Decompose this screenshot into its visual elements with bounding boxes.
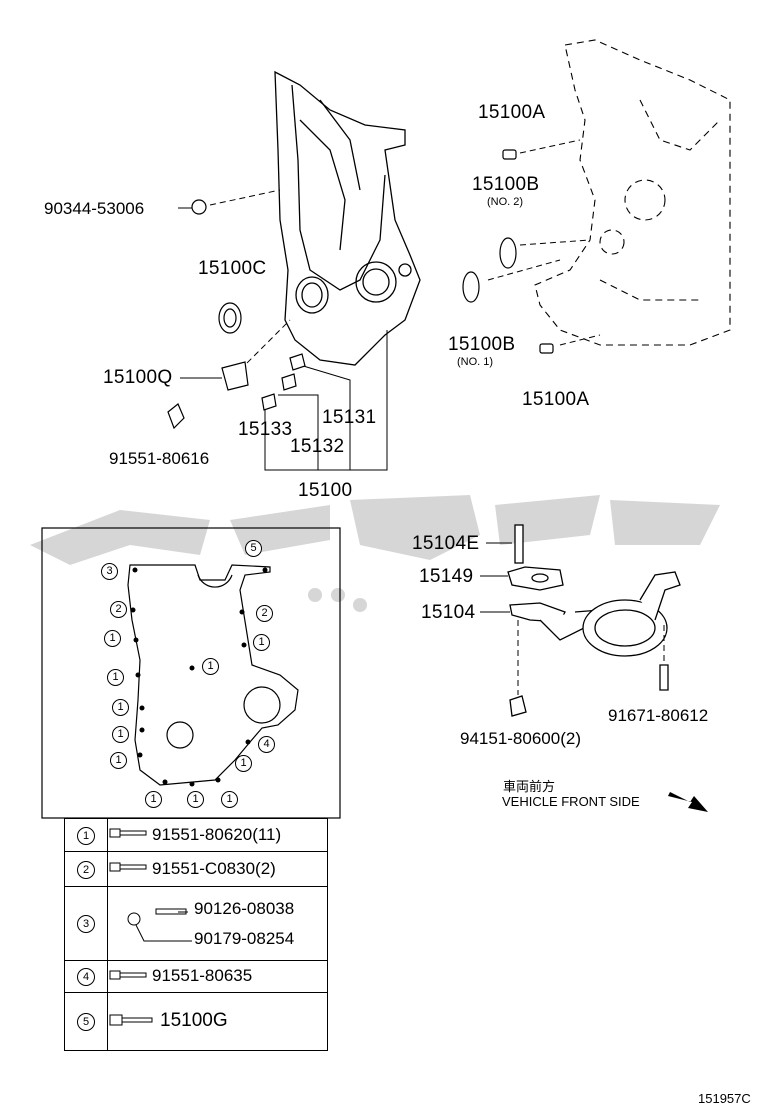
- gasket-marker: 1: [235, 755, 252, 772]
- legend-row: 4 91551-80635: [64, 960, 328, 993]
- gasket-marker: 5: [245, 540, 262, 557]
- gasket-marker: 2: [256, 605, 273, 622]
- label-15100A-top: 15100A: [478, 102, 546, 123]
- bolt-legend-table: 1 91551-80620(11) 2 91551-C0830(2) 3 901…: [64, 818, 328, 1051]
- legend-part-number: 90126-08038: [194, 898, 295, 918]
- label-94151-80600: 94151-80600(2): [460, 729, 581, 748]
- legend-row: 5 15100G: [64, 992, 328, 1051]
- legend-number: 5: [77, 1013, 95, 1031]
- gasket-marker: 1: [112, 699, 129, 716]
- legend-row: 3 90126-08038 90179-08254: [64, 886, 328, 961]
- label-15100B-bottom: 15100B: [448, 334, 516, 355]
- gasket-marker: 1: [221, 791, 238, 808]
- label-15100: 15100: [298, 480, 353, 501]
- stud-and-nut-icon: [127, 908, 192, 942]
- small-parts: [167, 199, 306, 430]
- vehicle-front-arrow: [668, 792, 708, 812]
- bolt-icon: [108, 826, 148, 845]
- gasket-marker: 1: [107, 669, 124, 686]
- leader-lines: [178, 139, 601, 471]
- label-no1: (NO. 1): [457, 356, 494, 368]
- gasket-marker: 2: [110, 601, 127, 618]
- engine-block-outline: [534, 39, 731, 346]
- oil-strainer-illustration: [507, 524, 681, 717]
- strainer-leaders: [480, 542, 665, 695]
- legend-number: 4: [77, 968, 95, 986]
- bolt-icon: [108, 860, 148, 879]
- label-15131: 15131: [322, 407, 377, 428]
- gasket-marker: 4: [258, 736, 275, 753]
- gasket-marker: 1: [112, 726, 129, 743]
- label-90344-53006: 90344-53006: [44, 199, 145, 218]
- figure-code: 151957C: [698, 1091, 751, 1106]
- label-15100B-top: 15100B: [472, 174, 540, 195]
- legend-part-number: 90179-08254: [194, 928, 295, 948]
- label-15104E: 15104E: [412, 533, 480, 554]
- gasket-marker: 1: [202, 658, 219, 675]
- legend-row: 2 91551-C0830(2): [64, 851, 328, 887]
- vehicle-front-label-jp: 車両前方: [503, 779, 556, 794]
- label-15132: 15132: [290, 436, 345, 457]
- timing-cover-illustration: [274, 70, 421, 366]
- gasket-marker: 1: [187, 791, 204, 808]
- legend-part-number: 91551-80635: [152, 966, 253, 986]
- label-no2: (NO. 2): [487, 196, 524, 208]
- gasket-bolt-holes: [130, 567, 268, 787]
- legend-number: 1: [77, 826, 95, 845]
- legend-number: 2: [77, 860, 95, 879]
- gasket-marker: 1: [145, 791, 162, 808]
- legend-part-number: 91551-80620(11): [152, 824, 282, 844]
- legend-number: 3: [77, 915, 95, 933]
- label-15149: 15149: [419, 566, 474, 587]
- label-91671-80612: 91671-80612: [608, 706, 709, 725]
- legend-part-number: 15100G: [160, 1010, 228, 1032]
- gasket-marker: 1: [253, 634, 270, 651]
- gasket-marker: 3: [101, 563, 118, 580]
- watermark-logo: [30, 495, 720, 612]
- label-91551-80616: 91551-80616: [109, 449, 210, 468]
- engine-parts: [462, 149, 554, 354]
- bolt-icon: [108, 1012, 156, 1033]
- vehicle-front-label-en: VEHICLE FRONT SIDE: [502, 794, 640, 809]
- gasket-marker: 1: [110, 752, 127, 769]
- gasket-diagram: [41, 527, 341, 819]
- label-15104: 15104: [421, 602, 476, 623]
- legend-part-number: 91551-C0830(2): [152, 858, 276, 878]
- label-15133: 15133: [238, 419, 293, 440]
- label-15100Q: 15100Q: [103, 367, 173, 388]
- bolt-icon: [108, 968, 148, 987]
- label-15100A-bottom: 15100A: [522, 389, 590, 410]
- legend-row: 1 91551-80620(11): [64, 818, 328, 852]
- gasket-marker: 1: [104, 630, 121, 647]
- label-15100C: 15100C: [198, 258, 267, 279]
